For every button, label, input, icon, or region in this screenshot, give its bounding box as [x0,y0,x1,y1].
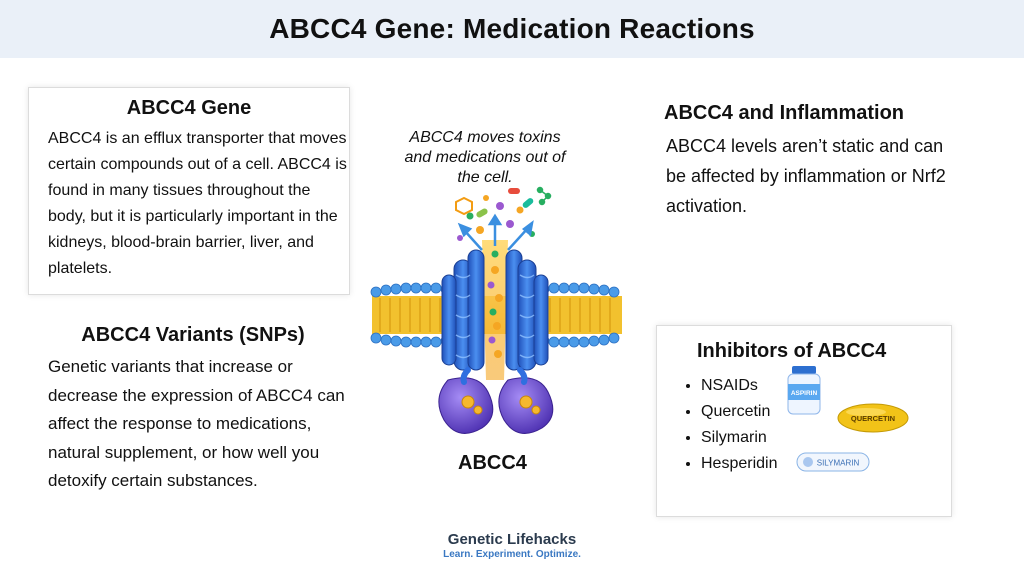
inflammation-description: ABCC4 levels aren’t static and can be af… [666,136,946,216]
variants-description: Genetic variants that increase or decrea… [48,357,345,490]
helix-right [505,249,549,371]
inhibitors-box: Inhibitors of ABCC4 NSAIDs Quercetin Sil… [656,325,952,517]
transporter-protein-icon [370,186,622,434]
bottle-label: ASPIRIN [791,390,818,397]
silymarin-capsule-icon: SILYMARIN [796,452,870,472]
brand-logo: Genetic Lifehacks Learn. Experiment. Opt… [430,531,594,561]
gene-description: ABCC4 is an efflux transporter that move… [48,130,347,277]
nucleotide-binding-domains [438,367,554,434]
inhibitors-heading: Inhibitors of ABCC4 [697,340,887,362]
inhibitor-item: NSAIDs [701,373,777,399]
gene-info-box: ABCC4 Gene ABCC4 is an efflux transporte… [28,87,350,295]
page-title: ABCC4 Gene: Medication Reactions [269,13,755,44]
inhibitor-item: Hesperidin [701,451,777,477]
helix-left [441,249,485,371]
quercetin-pill-icon: QUERCETIN [837,403,909,433]
diagram-label: ABCC4 [458,452,527,474]
molecule-dots [455,186,552,358]
gene-heading: ABCC4 Gene [126,97,252,119]
inhibitor-item: Silymarin [701,425,777,451]
capsule-label: SILYMARIN [817,459,860,468]
inhibitor-item: Quercetin [701,399,777,425]
variants-heading: ABCC4 Variants (SNPs) [81,324,305,346]
pill-bottle-icon: ASPIRIN [787,366,821,415]
inhibitors-list: NSAIDs Quercetin Silymarin Hesperidin [683,373,777,477]
brand-tagline: Learn. Experiment. Optimize. [443,549,581,560]
title-bar: ABCC4 Gene: Medication Reactions [0,0,1024,58]
inflammation-heading: ABCC4 and Inflammation [664,102,905,124]
efflux-arrows [457,213,534,251]
brand-name: Genetic Lifehacks [447,531,577,548]
pill-label: QUERCETIN [851,414,895,423]
diagram-caption: ABCC4 moves toxins and medications out o… [404,129,566,186]
